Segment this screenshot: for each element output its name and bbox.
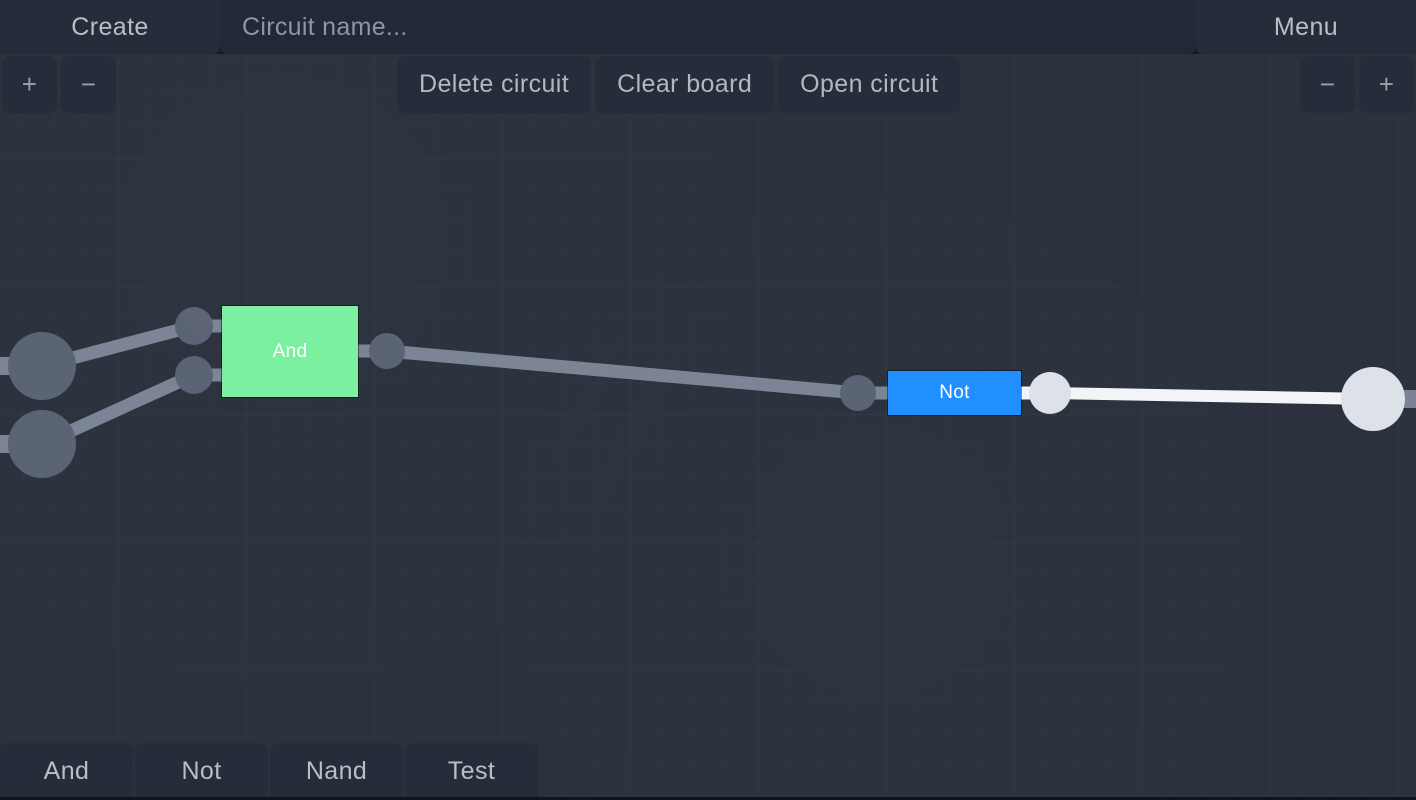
gate-not[interactable]: Not xyxy=(888,371,1021,415)
gate-label: And xyxy=(272,340,308,362)
top-toolbar-primary: Create Menu xyxy=(0,0,1416,54)
circuit-name-input[interactable] xyxy=(220,0,1196,54)
wire-and-to-not[interactable] xyxy=(386,344,859,400)
not-output[interactable] xyxy=(1029,372,1071,414)
open-circuit-button[interactable]: Open circuit xyxy=(778,56,961,113)
top-toolbar-secondary: + − Delete circuit Clear board Open circ… xyxy=(0,56,1416,114)
output-node[interactable] xyxy=(1341,367,1405,431)
gate-and[interactable]: And xyxy=(222,306,358,397)
clear-board-button[interactable]: Clear board xyxy=(595,56,775,113)
circuit-action-group: Delete circuit Clear board Open circuit xyxy=(397,56,961,113)
input-node-b[interactable] xyxy=(8,410,76,478)
palette-item-nand[interactable]: Nand xyxy=(270,743,403,800)
gate-label: Not xyxy=(939,382,970,403)
and-input-b[interactable] xyxy=(175,356,213,394)
create-button[interactable]: Create xyxy=(0,0,220,54)
input-node-a[interactable] xyxy=(8,332,76,400)
bottom-edge-strip xyxy=(0,797,1416,800)
palette-item-test[interactable]: Test xyxy=(405,743,538,800)
zoom-controls-left: + − xyxy=(2,56,116,113)
zoom-in-button-left[interactable]: + xyxy=(2,56,57,113)
and-input-a[interactable] xyxy=(175,307,213,345)
gate-palette-toolbar: And Not Nand Test xyxy=(0,740,1416,800)
zoom-out-button-left[interactable]: − xyxy=(61,56,116,113)
zoom-controls-right: − + xyxy=(1300,56,1414,113)
menu-button[interactable]: Menu xyxy=(1196,0,1416,54)
not-input[interactable] xyxy=(840,375,876,411)
wire-not-to-out[interactable] xyxy=(1049,387,1374,405)
delete-circuit-button[interactable]: Delete circuit xyxy=(397,56,592,113)
palette-item-and[interactable]: And xyxy=(0,743,133,800)
palette-item-not[interactable]: Not xyxy=(135,743,268,800)
and-output[interactable] xyxy=(369,333,405,369)
zoom-out-button-right[interactable]: − xyxy=(1300,56,1355,113)
zoom-in-button-right[interactable]: + xyxy=(1359,56,1414,113)
